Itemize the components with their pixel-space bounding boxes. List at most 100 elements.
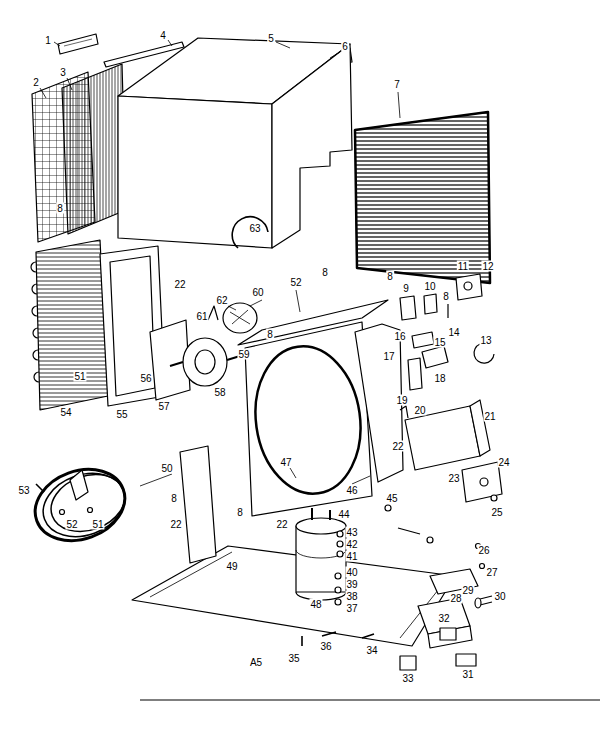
callout-number: 43 xyxy=(345,527,358,538)
fan-motor xyxy=(195,350,215,374)
callout-number: 25 xyxy=(490,507,503,518)
control-parts xyxy=(400,296,416,320)
callout-number: 27 xyxy=(485,567,498,578)
callout-number: 54 xyxy=(59,407,72,418)
callout-number: 22 xyxy=(275,519,288,530)
leader-line xyxy=(398,92,400,118)
callout-number: 12 xyxy=(481,261,494,272)
leader-line xyxy=(40,40,400,486)
front-grille xyxy=(355,112,490,283)
callout-number: 34 xyxy=(365,645,378,656)
callout-number: 31 xyxy=(461,669,474,680)
control-parts xyxy=(424,294,437,314)
label-plate xyxy=(58,34,98,54)
callout-number: 9 xyxy=(402,283,410,294)
callout-number: 7 xyxy=(393,79,401,90)
callout-number: 23 xyxy=(447,473,460,484)
filter xyxy=(62,64,126,234)
callout-number: 26 xyxy=(477,545,490,556)
control-parts xyxy=(474,344,494,363)
hardware xyxy=(335,587,341,593)
label-plate xyxy=(58,34,98,54)
filter xyxy=(62,64,126,234)
leader-line xyxy=(40,88,46,98)
callout-number: 8 xyxy=(321,267,329,278)
callout-number: 11 xyxy=(457,261,469,272)
compressor xyxy=(296,508,346,600)
callout-number: 8 xyxy=(386,271,394,282)
label-plate xyxy=(64,39,92,46)
tubing-coil xyxy=(25,457,135,552)
hardware xyxy=(427,537,433,543)
callout-number: 51 xyxy=(73,371,86,382)
tubing-coil xyxy=(34,462,133,547)
callout-number: 8 xyxy=(236,507,244,518)
control-parts xyxy=(408,358,422,390)
hardware xyxy=(456,654,476,666)
orifice-panel xyxy=(246,339,370,500)
fan-motor xyxy=(170,356,240,366)
leader-line xyxy=(330,52,340,58)
callout-number: A5 xyxy=(249,657,263,668)
callout-number: 8 xyxy=(56,203,64,214)
control-box xyxy=(462,462,502,502)
front-grille xyxy=(355,112,490,283)
hardware xyxy=(36,484,497,670)
callout-number: 36 xyxy=(319,641,332,652)
control-parts xyxy=(422,346,448,368)
hardware xyxy=(60,510,65,515)
tubing-coil xyxy=(70,470,88,500)
callout-number: 37 xyxy=(345,603,358,614)
leader-line xyxy=(296,290,300,312)
callout-number: 29 xyxy=(461,585,474,596)
parts-illustration xyxy=(25,34,600,700)
control-box xyxy=(470,400,490,456)
hardware xyxy=(440,628,456,640)
callout-number: 35 xyxy=(287,653,300,664)
cabinet xyxy=(118,96,272,248)
callout-number: 57 xyxy=(157,401,170,412)
front-grille xyxy=(355,112,490,283)
callout-number: 32 xyxy=(437,613,450,624)
hardware xyxy=(398,528,420,534)
hardware xyxy=(36,484,44,492)
callout-number: 51 xyxy=(91,519,104,530)
hardware xyxy=(480,564,485,569)
hardware xyxy=(385,505,391,511)
callout-number: 8 xyxy=(442,291,450,302)
blower-wheel xyxy=(223,303,257,333)
control-parts xyxy=(400,274,494,390)
hardware xyxy=(337,551,343,557)
callout-number: 18 xyxy=(433,373,446,384)
callout-number: 24 xyxy=(497,457,510,468)
callout-number: 41 xyxy=(345,551,358,562)
orifice-panel xyxy=(245,322,372,516)
callout-number: 21 xyxy=(483,411,496,422)
hardware xyxy=(302,632,374,646)
cabinet xyxy=(272,44,352,248)
callout-number: 45 xyxy=(385,493,398,504)
callout-number: 38 xyxy=(345,591,358,602)
leader-line xyxy=(352,476,370,484)
callout-number: 22 xyxy=(169,519,182,530)
callout-number: 58 xyxy=(213,387,226,398)
control-box xyxy=(405,406,480,470)
callout-number: 15 xyxy=(433,337,446,348)
mount-bracket xyxy=(428,626,472,648)
callout-number: 42 xyxy=(345,539,358,550)
support-bracket xyxy=(180,446,216,563)
hardware xyxy=(335,599,341,605)
callout-number: 2 xyxy=(32,77,40,88)
leader-line xyxy=(228,306,236,310)
blower-wheel xyxy=(230,310,250,324)
leader-line xyxy=(168,40,172,46)
callout-number: 55 xyxy=(115,409,128,420)
leader-line xyxy=(67,78,72,90)
orifice-panel xyxy=(245,322,372,516)
callout-number: 48 xyxy=(309,599,322,610)
callout-number: 63 xyxy=(248,223,261,234)
control-box xyxy=(400,406,408,418)
callout-number: 16 xyxy=(393,331,406,342)
base-pan xyxy=(132,546,455,646)
callout-number: 44 xyxy=(337,509,350,520)
